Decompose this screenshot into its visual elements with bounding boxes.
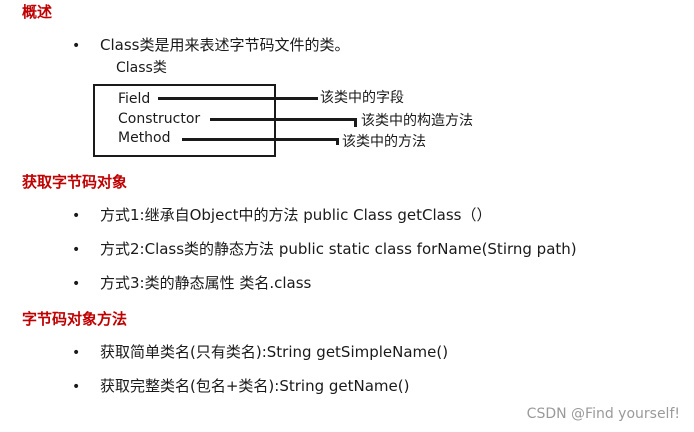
desc-field: 该类中的字段 [320, 90, 404, 106]
desc-method: 该类中的方法 [342, 134, 426, 150]
connector-line-constructor-drop [354, 118, 357, 127]
desc-constructor: 该类中的构造方法 [361, 113, 473, 129]
bullet-dot: • [72, 345, 81, 361]
full-name-text: 获取完整类名(包名+类名):String getName() [100, 377, 410, 395]
field-label-method: Method [118, 130, 171, 146]
class-box-title: Class类 [116, 60, 167, 76]
section-heading-bytecode-methods: 字节码对象方法 [22, 310, 128, 328]
simple-name-text: 获取简单类名(只有类名):String getSimpleName() [100, 343, 449, 361]
bullet-dot: • [72, 276, 81, 292]
method-1-text: 方式1:继承自Object中的方法 public Class getClass（… [100, 206, 492, 224]
section-heading-get-bytecode: 获取字节码对象 [22, 173, 128, 191]
field-label-field: Field [118, 91, 151, 107]
bullet-dot: • [72, 242, 81, 258]
field-label-constructor: Constructor [118, 111, 201, 127]
connector-line-method [182, 138, 338, 141]
method-2-text: 方式2:Class类的静态方法 public static class forN… [100, 240, 577, 258]
bullet-dot: • [72, 379, 81, 395]
bullet-dot: • [72, 208, 81, 224]
connector-line-method-drop [336, 138, 339, 145]
connector-line-constructor [210, 118, 356, 121]
method-3-text: 方式3:类的静态属性 类名.class [100, 274, 312, 292]
overview-text: Class类是用来表述字节码文件的类。 [100, 36, 350, 54]
watermark: CSDN @Find yourself! [526, 406, 680, 422]
bullet-dot: • [72, 38, 81, 54]
connector-line-field [158, 97, 318, 100]
section-heading-overview: 概述 [22, 3, 53, 21]
